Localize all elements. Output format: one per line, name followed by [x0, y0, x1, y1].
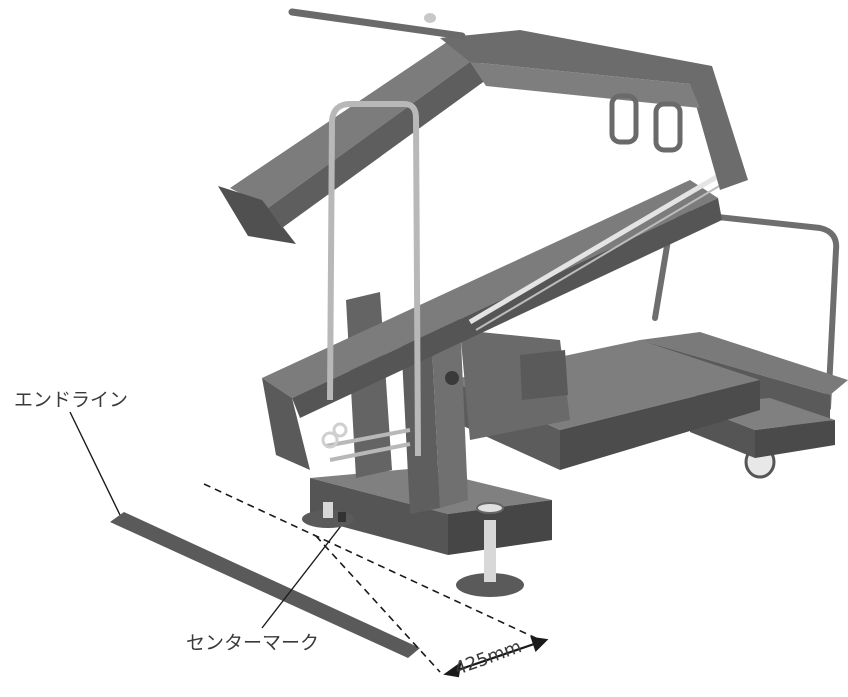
- lower-arm-under: [292, 198, 722, 418]
- lower-arm-top: [262, 180, 718, 398]
- cross-rod-1: [325, 428, 411, 448]
- upper-arm-side: [268, 56, 486, 228]
- front-base-front: [310, 478, 448, 555]
- adjust-knob-2: [332, 422, 348, 438]
- dashed-line-second-visible: [315, 535, 441, 673]
- cross-rod-2: [329, 442, 411, 462]
- guide-rail-shadow: [475, 181, 727, 331]
- end-line-label: エンドライン: [14, 389, 129, 411]
- lower-arm-front: [262, 378, 310, 470]
- dashed-guide-second: [330, 540, 440, 670]
- top-frame-bar: [470, 62, 700, 108]
- right-foot-post: [484, 520, 496, 582]
- center-mark-leader: [261, 521, 345, 629]
- right-foot-wheel: [476, 502, 504, 514]
- center-mark-notch: [338, 512, 346, 522]
- frame-handle-left: [609, 93, 639, 145]
- center-mark-label: センターマーク: [186, 632, 320, 654]
- top-rod: [288, 8, 466, 40]
- upper-arm-plate: [218, 186, 296, 244]
- dashed-guide-upper: [203, 483, 541, 641]
- left-post-side: [430, 306, 468, 508]
- right-foot-pad: [456, 573, 524, 597]
- dashed-line-front: [318, 540, 434, 672]
- upper-arm-top: [230, 40, 478, 208]
- front-base-side: [448, 500, 552, 555]
- dashed-line-floor-parallel: [304, 529, 437, 672]
- grab-handle: [327, 101, 421, 457]
- top-frame: [440, 30, 748, 190]
- dimension-arrow: [443, 636, 549, 678]
- base-beam-side: [560, 380, 760, 470]
- rear-base-top: [640, 332, 848, 395]
- dashed-line-parallel-real: [330, 540, 440, 672]
- rear-step-side: [755, 420, 835, 458]
- end-line-leader: [69, 411, 121, 516]
- pivot-bolt: [445, 371, 459, 385]
- dashed-floor-line: [330, 542, 444, 674]
- top-rod-knob: [424, 13, 436, 23]
- machine-body: [218, 8, 848, 597]
- inner-block: [520, 350, 568, 400]
- left-foot-post: [323, 502, 333, 518]
- adjust-knob-1: [321, 431, 339, 449]
- frame-handle-right: [653, 101, 683, 153]
- end-line-strip: [110, 512, 420, 658]
- guide-rail: [468, 172, 722, 325]
